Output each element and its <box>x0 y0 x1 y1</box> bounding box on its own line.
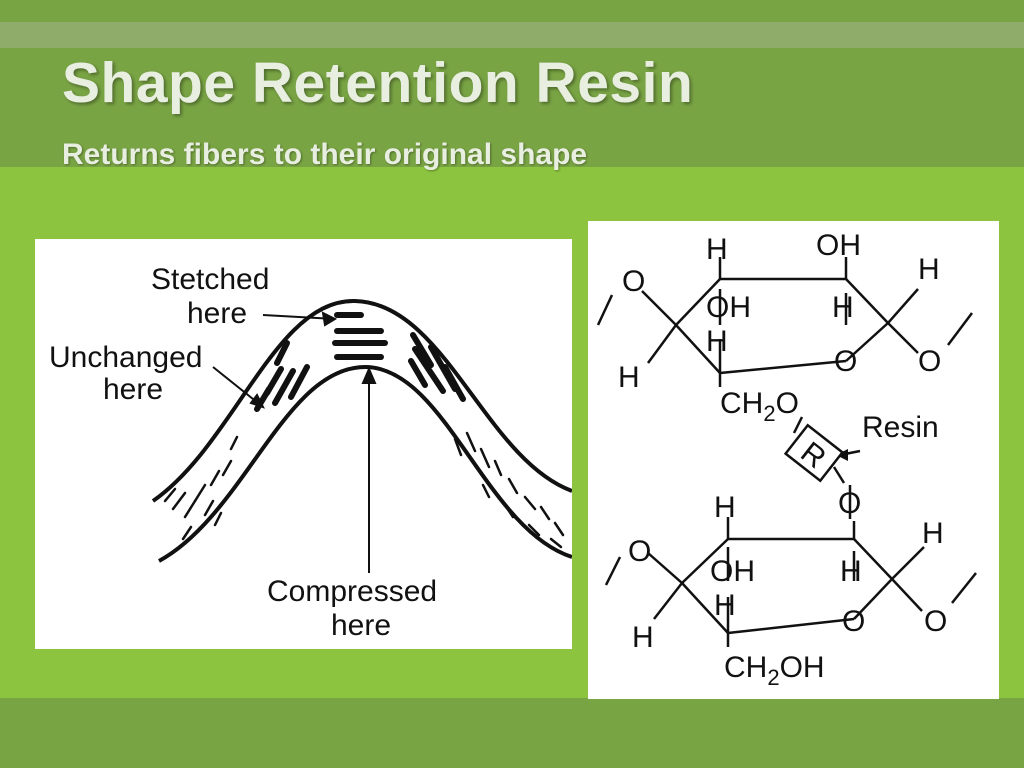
top-ring: H OH H O OH H H O O H CH2O <box>596 229 973 426</box>
bottom-h-inner-right: H <box>840 555 862 588</box>
top-ring-bonds <box>596 257 973 387</box>
label-pointers <box>212 311 377 573</box>
resin-label: Resin <box>862 411 939 444</box>
bottom-ring: H H O OH H H O O H CH2OH <box>604 485 977 690</box>
fiber-diagram-panel: Stetched here Unchanged here Compressed … <box>35 239 572 649</box>
top-h-inner-left: H <box>706 325 728 358</box>
resin-crosslink: R Resin O <box>783 411 939 520</box>
top-o-ring: O <box>834 345 857 378</box>
bottom-ring-bonds <box>604 485 977 647</box>
bottom-h-inner-left: H <box>714 589 736 622</box>
footer-band <box>0 698 1024 768</box>
bottom-oh-inner: OH <box>710 555 755 588</box>
top-ch2o-label: CH2O <box>720 387 799 426</box>
top-o-left: O <box>622 265 645 298</box>
bottom-ch2oh-label: CH2OH <box>724 651 825 690</box>
stretched-fibers <box>254 312 466 412</box>
molecule-diagram-panel: H OH H O OH H H O O H CH2O R Resin O <box>588 221 999 699</box>
top-ch2o-end: O <box>776 387 799 420</box>
bottom-o-ring: O <box>842 605 865 638</box>
molecule-diagram: H OH H O OH H H O O H CH2O R Resin O <box>596 229 977 690</box>
top-oh-top: OH <box>816 229 861 262</box>
top-ch2o-sub: 2 <box>763 401 775 426</box>
bottom-h-left: H <box>632 621 654 654</box>
top-o-right: O <box>918 345 941 378</box>
label-compressed-line2: here <box>331 609 391 642</box>
bottom-o-right: O <box>924 605 947 638</box>
label-stretched-line1: Stetched <box>151 263 269 296</box>
label-stretched-line2: here <box>187 297 247 330</box>
fiber-inner-edge <box>158 364 572 563</box>
fiber-outer-edge <box>151 298 572 503</box>
top-ch2o-main: CH <box>720 387 763 420</box>
top-h-left: H <box>618 361 640 394</box>
bottom-ch2oh-main: CH <box>724 651 767 684</box>
label-unchanged-line1: Unchanged <box>49 341 202 374</box>
label-compressed-line1: Compressed <box>267 575 437 608</box>
top-h-inner-right: H <box>832 291 854 324</box>
top-h-top-left: H <box>706 233 728 266</box>
top-oh-inner: OH <box>706 291 751 324</box>
slide-title: Shape Retention Resin <box>62 51 694 115</box>
top-h-right: H <box>918 253 940 286</box>
resin-box: R <box>783 423 845 483</box>
bottom-ch2oh-end: OH <box>780 651 825 684</box>
bottom-h-right: H <box>922 517 944 550</box>
label-unchanged-line2: here <box>103 373 163 406</box>
bottom-h-top-left: H <box>714 491 736 524</box>
header-stripe <box>0 22 1024 48</box>
texture-marks <box>163 431 565 549</box>
bottom-ch2oh-sub: 2 <box>767 665 779 690</box>
slide-subtitle: Returns fibers to their original shape <box>62 138 588 171</box>
bottom-o-left: O <box>628 535 651 568</box>
fiber-diagram: Stetched here Unchanged here Compressed … <box>49 263 572 642</box>
